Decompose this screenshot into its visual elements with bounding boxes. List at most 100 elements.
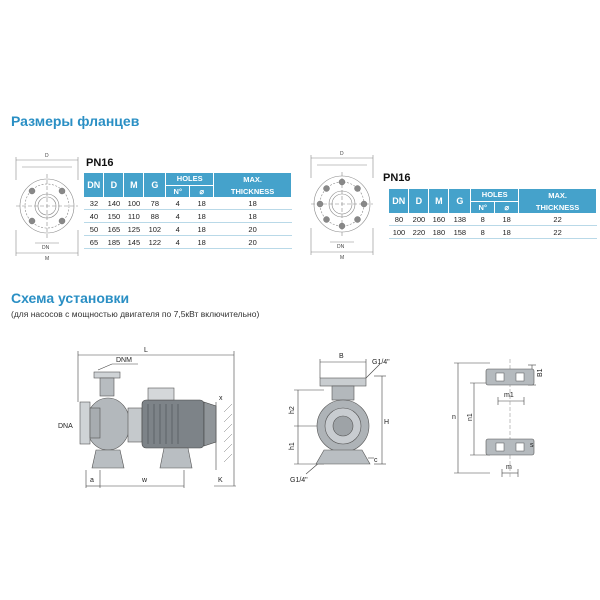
cell: 160 [428, 213, 449, 226]
col-d: D [408, 189, 430, 213]
cell: 200 [408, 213, 429, 226]
col-holes: HOLES [470, 189, 520, 202]
cell: 138 [448, 213, 471, 226]
base-n1-label: n1 [467, 413, 474, 421]
side-dna-label: DNA [58, 423, 73, 430]
flange-m-label: M [45, 256, 49, 262]
col-g: G [448, 189, 472, 213]
side-dnm-label: DNM [116, 357, 132, 364]
flange-dn-label: DN [42, 245, 50, 251]
cell: 100 [389, 225, 409, 239]
pump-front-view: B G1/4" h2 h1 H c G1/4" [289, 353, 390, 484]
cell: 4 [165, 209, 190, 223]
cell: 8 [470, 225, 495, 239]
cell: 4 [165, 235, 190, 249]
side-x-label: x [219, 395, 223, 402]
col-m: M [428, 189, 450, 213]
col-g: G [143, 173, 167, 197]
col-thickness: THICKNESS [213, 185, 292, 197]
side-k-label: K [218, 477, 223, 484]
cell: 165 [103, 222, 124, 236]
cell: 50 [84, 222, 104, 236]
flange-d-label: D [45, 153, 49, 159]
cell: 18 [213, 197, 292, 210]
col-dn: DN [84, 173, 105, 197]
cell: 32 [84, 197, 104, 210]
front-c-label: c [374, 457, 378, 464]
front-b-label: B [339, 353, 344, 360]
cell: 18 [494, 213, 519, 226]
front-g-top-label: G1/4" [372, 359, 390, 366]
cell: 4 [165, 197, 190, 210]
cell: 18 [494, 225, 519, 239]
col-holes-d: ⌀ [494, 201, 520, 213]
col-m: M [123, 173, 145, 197]
cell: 78 [143, 197, 166, 210]
cell: 40 [84, 209, 104, 223]
cell: 65 [84, 235, 104, 249]
base-m-label: m [506, 464, 512, 471]
flange-dn-label: DN [337, 244, 345, 250]
cell: 102 [143, 222, 166, 236]
base-b1-label: B1 [537, 368, 544, 377]
cell: 18 [189, 222, 214, 236]
cell: 110 [123, 209, 144, 223]
col-holes: HOLES [165, 173, 215, 186]
cell: 4 [165, 222, 190, 236]
cell: 80 [389, 213, 409, 226]
cell: 158 [448, 225, 471, 239]
pump-base-views: B1 m1 n n1 s m [452, 359, 544, 479]
col-holes-n: N° [470, 201, 496, 213]
col-holes-n: N° [165, 185, 191, 197]
cell: 22 [518, 213, 597, 226]
front-h2-label: h2 [289, 406, 296, 414]
cell: 20 [213, 222, 292, 236]
cell: 20 [213, 235, 292, 249]
cell: 18 [189, 209, 214, 223]
col-thickness: THICKNESS [518, 201, 597, 213]
base-n-label: n [452, 414, 456, 421]
flange-drawing-left: D DN M [15, 153, 79, 262]
cell: 125 [123, 222, 144, 236]
front-g-bottom-label: G1/4" [290, 477, 308, 484]
cell: 8 [470, 213, 495, 226]
cell: 140 [103, 197, 124, 210]
cell: 145 [123, 235, 144, 249]
base-s-label: s [530, 442, 534, 449]
side-a-label: a [90, 477, 94, 484]
cell: 18 [189, 197, 214, 210]
flange-section-title: Размеры фланцев [11, 113, 140, 129]
flange-m-label: M [340, 255, 344, 261]
flange-drawing-right: D DN M [310, 151, 374, 261]
cell: 18 [213, 209, 292, 223]
cell: 180 [428, 225, 449, 239]
col-max: MAX. [518, 189, 597, 201]
cell: 122 [143, 235, 166, 249]
cell: 18 [189, 235, 214, 249]
cell: 150 [103, 209, 124, 223]
install-section-subtitle: (для насосов с мощностью двигателя по 7,… [11, 309, 260, 319]
install-section-title: Схема установки [11, 290, 130, 306]
pump-side-view: L DNM DNA x a w K [58, 347, 236, 488]
front-h-label: H [384, 419, 389, 426]
cell: 88 [143, 209, 166, 223]
col-max: MAX. [213, 173, 292, 185]
table-left-pn-label: PN16 [86, 157, 114, 169]
table-right-pn-label: PN16 [383, 172, 411, 184]
col-dn: DN [389, 189, 410, 213]
col-holes-d: ⌀ [189, 185, 215, 197]
side-l-label: L [144, 347, 148, 354]
col-d: D [103, 173, 125, 197]
front-h1-label: h1 [289, 442, 296, 450]
cell: 100 [123, 197, 144, 210]
flange-d-label: D [340, 151, 344, 157]
cell: 220 [408, 225, 429, 239]
cell: 22 [518, 225, 597, 239]
